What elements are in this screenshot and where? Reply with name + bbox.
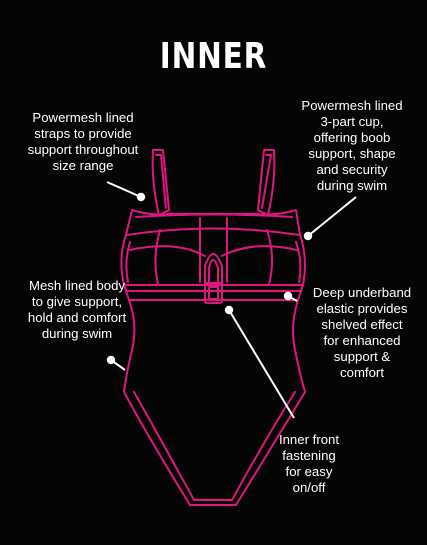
swimsuit-outline (120, 149, 306, 506)
pointer-dot-underband (283, 291, 293, 301)
pointer-dot-fastening (224, 305, 234, 315)
pointer-line-fastening (228, 309, 295, 419)
callout-pointers (106, 181, 357, 419)
pointer-line-cup (307, 196, 357, 237)
callout-straps: Powermesh lined straps to provide suppor… (27, 110, 139, 173)
pointer-dot-straps (136, 192, 146, 202)
pointer-dot-cup (303, 231, 313, 241)
page-title: INNER (159, 36, 268, 77)
callout-cup: Powermesh lined 3-part cup, offering boo… (301, 98, 403, 193)
callout-underband: Deep underband elastic provides shelved … (312, 285, 412, 380)
callout-fastening: Inner front fastening for easy on/off (278, 432, 340, 495)
pointer-dot-body (106, 355, 116, 365)
callout-body: Mesh lined body to give support, hold an… (27, 278, 127, 341)
pointer-line-straps (106, 181, 142, 198)
